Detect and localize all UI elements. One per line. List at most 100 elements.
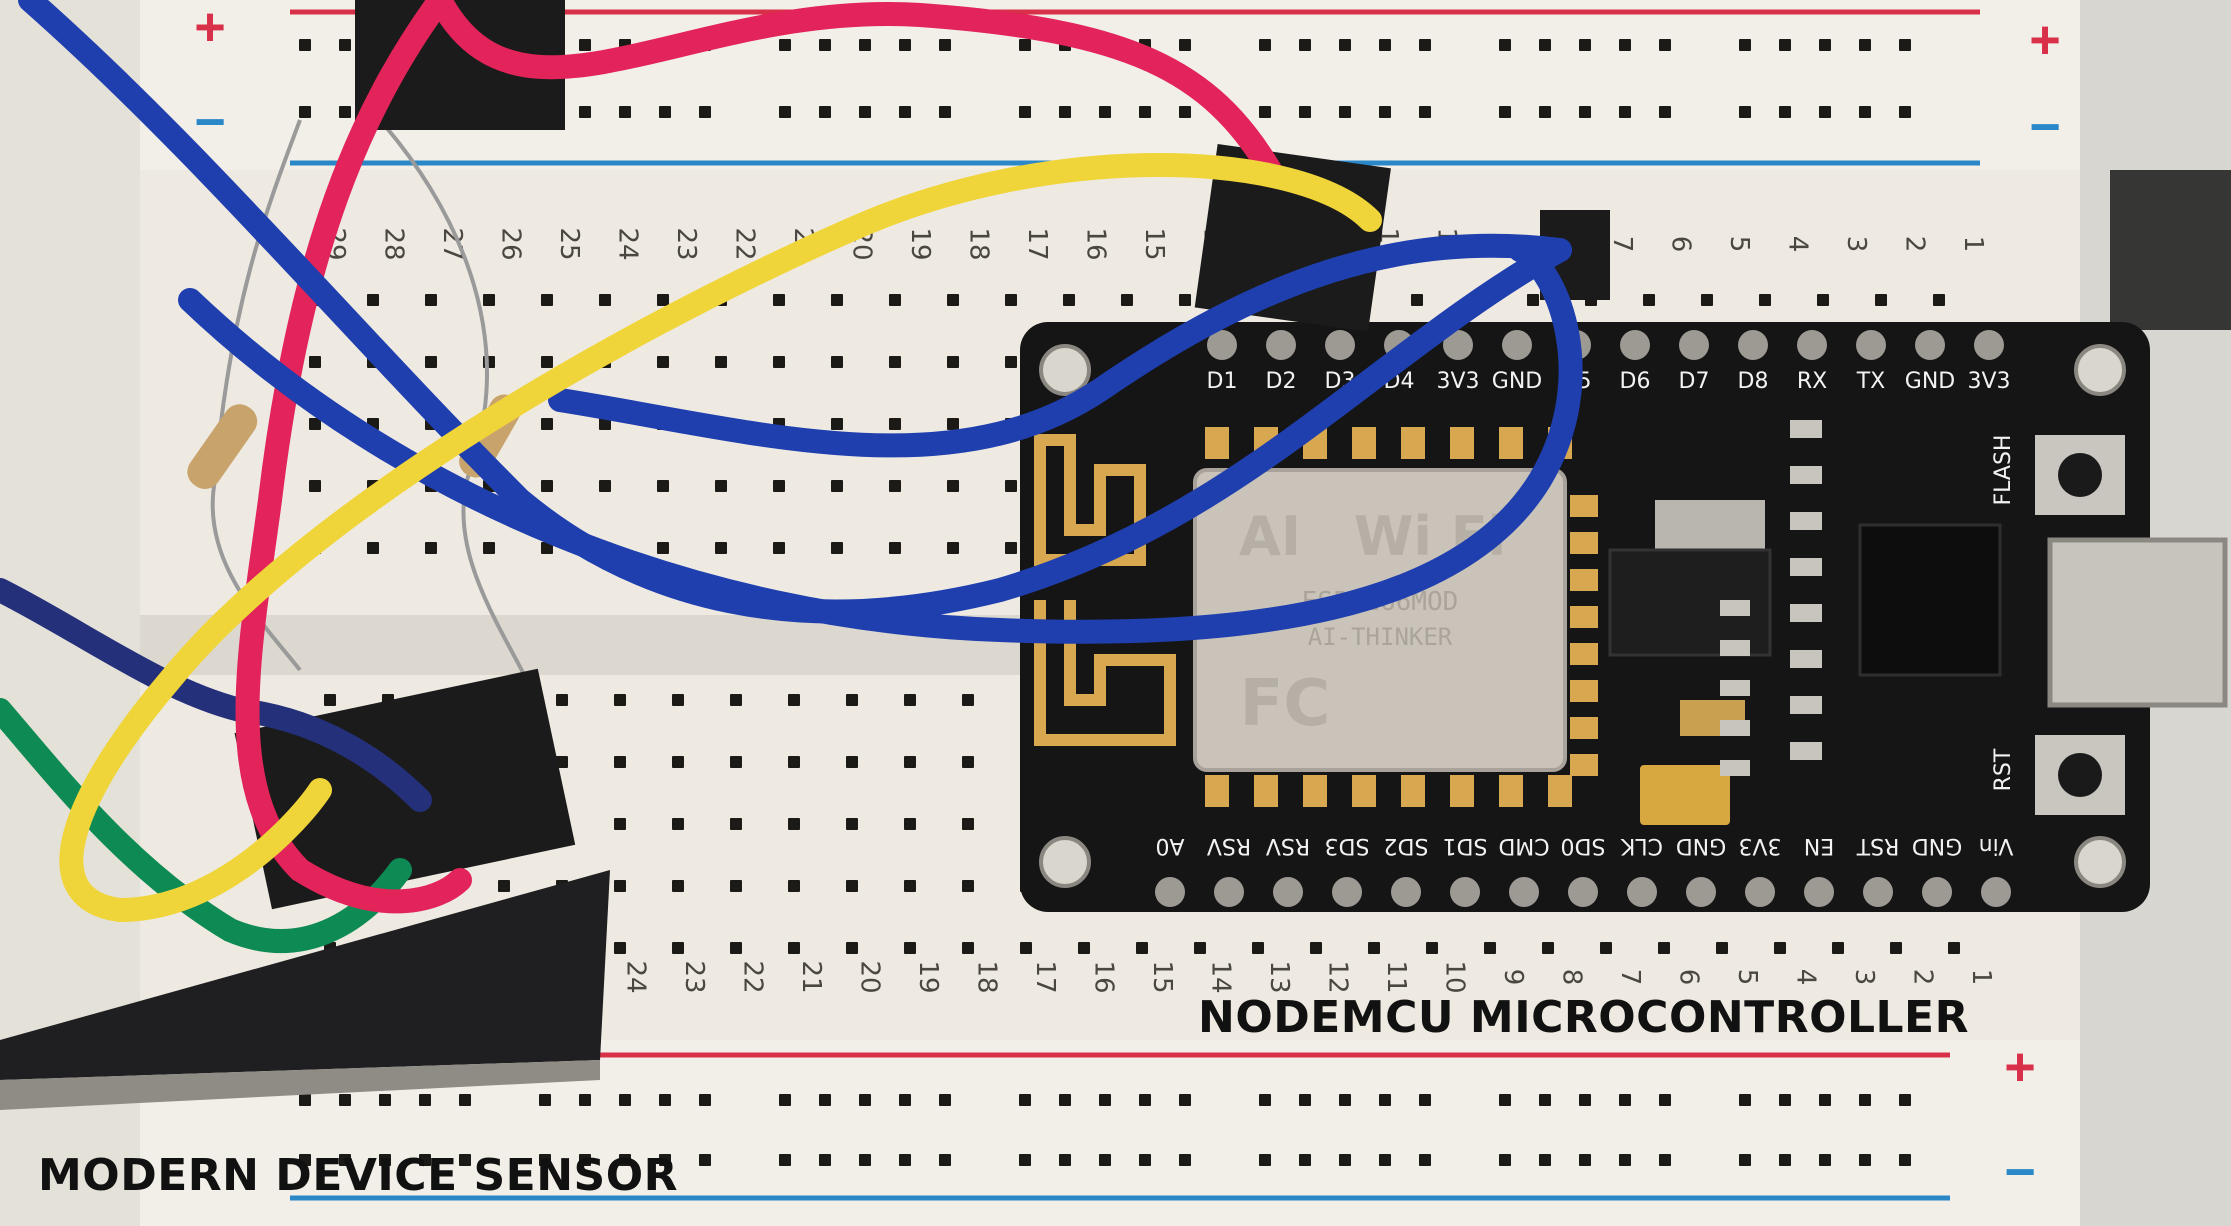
breadboard-hole — [904, 756, 916, 768]
breadboard-hole — [1619, 39, 1631, 51]
breadboard-hole — [1527, 294, 1539, 306]
pin-label: TX — [1856, 369, 1886, 394]
red-wire — [428, 0, 1282, 182]
micro-usb-port — [2047, 537, 2228, 708]
breadboard-hole — [1859, 1154, 1871, 1166]
breadboard-hole — [889, 356, 901, 368]
breadboard-hole — [730, 756, 742, 768]
column-number: 23 — [679, 960, 709, 993]
breadboard-hole — [773, 480, 785, 492]
breadboard-hole — [1059, 106, 1071, 118]
column-number: 1 — [1966, 969, 1996, 986]
breadboard-hole — [1499, 1154, 1511, 1166]
column-number: 11 — [1381, 960, 1411, 993]
breadboard-hole — [1779, 39, 1791, 51]
smd-component — [1790, 420, 1822, 438]
smd-component — [1790, 604, 1822, 622]
breadboard-hole — [947, 294, 959, 306]
header-pin — [1797, 330, 1827, 360]
resistor — [187, 404, 258, 489]
breadboard-hole — [1078, 942, 1090, 954]
pin-label: GND — [1912, 833, 1962, 858]
breadboard-hole — [1659, 39, 1671, 51]
tantalum-capacitor — [1640, 765, 1730, 825]
column-number: 26 — [496, 227, 526, 260]
header-pin — [1509, 877, 1539, 907]
breadboard-hole — [672, 880, 684, 892]
breadboard-hole — [788, 942, 800, 954]
breadboard-hole — [1819, 1094, 1831, 1106]
module-pad — [1401, 427, 1425, 459]
breadboard-hole — [831, 356, 843, 368]
module-pad — [1254, 775, 1278, 807]
breadboard-hole — [579, 1154, 591, 1166]
breadboard-hole — [614, 818, 626, 830]
header-pin — [1686, 877, 1716, 907]
breadboard-hole — [846, 694, 858, 706]
breadboard-hole — [498, 880, 510, 892]
breadboard-hole — [730, 694, 742, 706]
breadboard-hole — [1179, 1094, 1191, 1106]
breadboard-hole — [459, 1094, 471, 1106]
breadboard-hole — [899, 1154, 911, 1166]
breadboard-hole — [699, 106, 711, 118]
breadboard-hole — [1899, 106, 1911, 118]
column-number: 8 — [1557, 969, 1587, 986]
column-number: 18 — [964, 227, 994, 260]
breadboard-hole — [1619, 1154, 1631, 1166]
breadboard-hole — [1368, 942, 1380, 954]
breadboard-hole — [1194, 942, 1206, 954]
blue-wire — [548, 233, 1572, 458]
breadboard-hole — [788, 694, 800, 706]
breadboard-hole — [1579, 106, 1591, 118]
breadboard-hole — [1179, 39, 1191, 51]
header-pin — [1804, 877, 1834, 907]
module-pad — [1205, 775, 1229, 807]
module-pad — [1548, 775, 1572, 807]
breadboard-hole — [1484, 942, 1496, 954]
breadboard-hole — [672, 694, 684, 706]
smd-component — [1720, 680, 1750, 696]
sensor-pcb — [0, 870, 610, 1080]
breadboard-hole — [947, 356, 959, 368]
breadboard-hole — [672, 756, 684, 768]
breadboard-hole — [419, 1094, 431, 1106]
breadboard-hole — [1579, 1154, 1591, 1166]
breadboard-hole — [1259, 1094, 1271, 1106]
breadboard-hole — [1379, 1154, 1391, 1166]
blue-wire — [178, 238, 1583, 644]
breadboard-hole — [309, 356, 321, 368]
breadboard-hole — [1539, 1094, 1551, 1106]
smd-component — [1790, 742, 1822, 760]
column-number: 2 — [1908, 969, 1938, 986]
breadboard-hole — [1659, 1154, 1671, 1166]
pin-label: 3V3 — [1436, 369, 1479, 394]
module-vendor: AI-THINKER — [1308, 623, 1453, 651]
breadboard-hole — [1739, 1094, 1751, 1106]
column-number: 1 — [1958, 236, 1988, 253]
breadboard-hole — [1542, 942, 1554, 954]
breadboard-hole — [779, 106, 791, 118]
breadboard-hole — [541, 480, 553, 492]
pin-label: GND — [1905, 369, 1955, 394]
breadboard-hole — [1179, 106, 1191, 118]
breadboard-hole — [579, 106, 591, 118]
pin-label: EN — [1804, 833, 1834, 858]
column-number: 5 — [1732, 969, 1762, 986]
breadboard-hole — [379, 1154, 391, 1166]
breadboard-hole — [1121, 294, 1133, 306]
module-pad — [1205, 427, 1229, 459]
breadboard-hole — [947, 418, 959, 430]
breadboard-hole — [1739, 39, 1751, 51]
column-number: 13 — [1264, 960, 1294, 993]
rail-marker: + — [194, 0, 226, 57]
breadboard-hole — [1259, 39, 1271, 51]
nodemcu-caption: NODEMCU MICROCONTROLLER — [1198, 992, 1969, 1043]
breadboard-hole — [846, 756, 858, 768]
rail-marker: − — [2004, 1142, 2036, 1202]
breadboard-hole — [831, 294, 843, 306]
column-number: 19 — [905, 227, 935, 260]
breadboard-hole — [579, 39, 591, 51]
module-pad — [1499, 775, 1523, 807]
